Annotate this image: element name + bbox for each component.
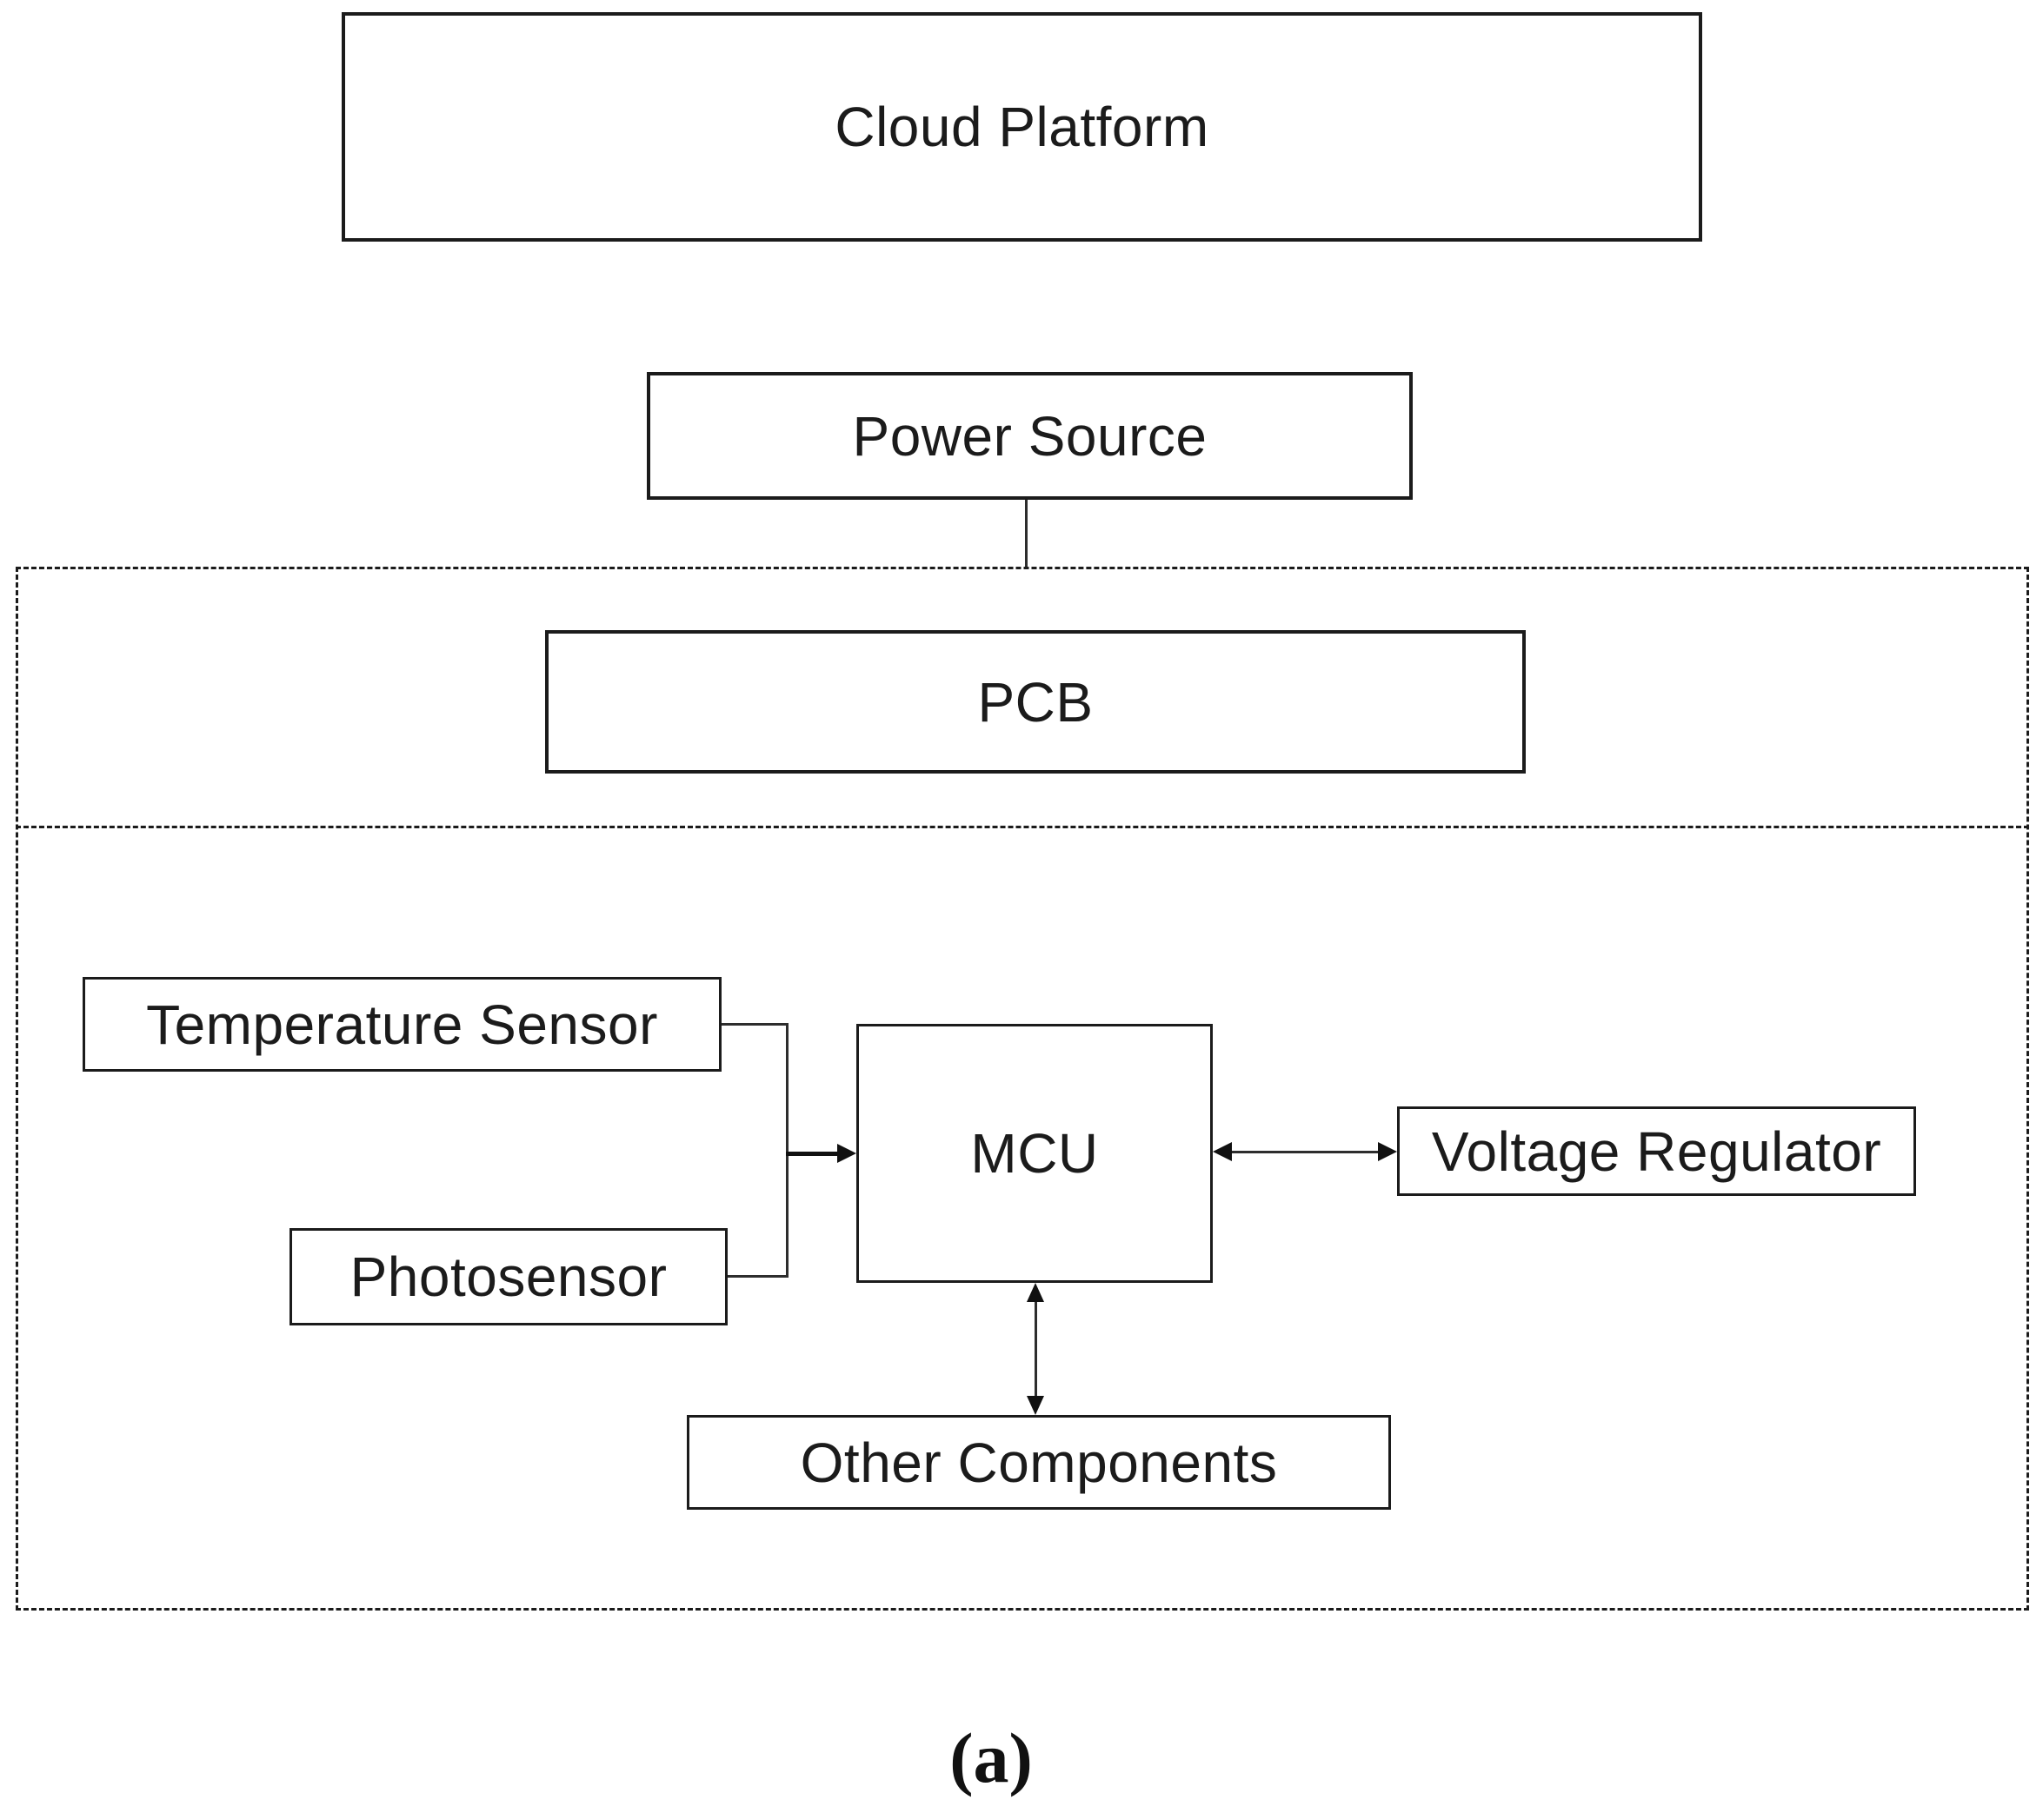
voltage-regulator-label: Voltage Regulator bbox=[1431, 1119, 1882, 1183]
photosensor-label: Photosensor bbox=[349, 1245, 668, 1308]
arrowhead-sensors-to-mcu bbox=[837, 1144, 856, 1163]
node-power-source: Power Source bbox=[647, 372, 1413, 500]
node-pcb: PCB bbox=[545, 630, 1526, 774]
node-voltage-regulator: Voltage Regulator bbox=[1397, 1106, 1916, 1196]
node-photosensor: Photosensor bbox=[289, 1228, 728, 1325]
connector-temperature-sensor-stub bbox=[722, 1023, 789, 1026]
arrowhead-into-mcu-right bbox=[1213, 1142, 1232, 1161]
node-temperature-sensor: Temperature Sensor bbox=[83, 977, 722, 1072]
pcb-label: PCB bbox=[977, 670, 1094, 734]
cloud-platform-label: Cloud Platform bbox=[835, 96, 1209, 158]
arrowhead-into-voltage-regulator bbox=[1378, 1142, 1397, 1161]
connector-photosensor-stub bbox=[728, 1275, 789, 1278]
connector-sensor-junction-vertical bbox=[786, 1023, 789, 1278]
pcb-dashed-region-border bbox=[16, 567, 2029, 1611]
other-components-label: Other Components bbox=[800, 1431, 1278, 1494]
node-other-components: Other Components bbox=[687, 1415, 1391, 1510]
temperature-sensor-label: Temperature Sensor bbox=[146, 993, 658, 1056]
power-source-label: Power Source bbox=[852, 404, 1208, 468]
node-mcu: MCU bbox=[856, 1024, 1213, 1283]
dashed-region-divider bbox=[16, 826, 2029, 828]
arrow-mcu-voltage-regulator-line bbox=[1228, 1151, 1383, 1153]
arrow-sensors-to-mcu-line bbox=[786, 1152, 840, 1156]
connector-power-source-to-pcb-region bbox=[1025, 500, 1028, 568]
arrowhead-into-mcu-bottom bbox=[1027, 1283, 1044, 1302]
node-cloud-platform: Cloud Platform bbox=[342, 12, 1702, 242]
mcu-label: MCU bbox=[970, 1122, 1099, 1185]
arrowhead-into-other-components bbox=[1027, 1396, 1044, 1415]
figure-caption: (a) bbox=[949, 1718, 1033, 1797]
arrow-mcu-other-components-line bbox=[1035, 1299, 1037, 1399]
